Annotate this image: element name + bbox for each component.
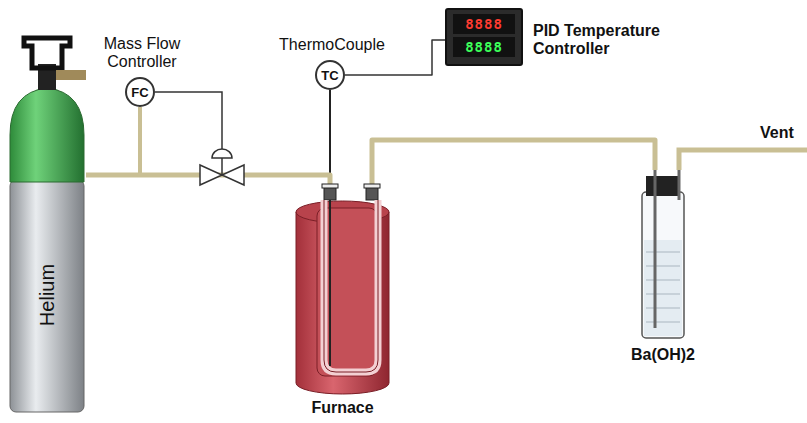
gas-cylinder: Helium [8, 30, 86, 415]
shape-outline [295, 200, 390, 395]
control-valve [200, 149, 244, 185]
outlet-label: Vent [760, 124, 794, 142]
process-value: 8888 [465, 16, 503, 32]
instrument-circle: Mass Flow ControllerFC [125, 77, 155, 107]
furnace: Furnace [295, 200, 390, 395]
control-signal-line [155, 92, 222, 150]
shape-outline [638, 170, 688, 340]
set-value: 8888 [465, 39, 503, 55]
flow-sensor-line [138, 107, 142, 175]
connector-line [372, 140, 655, 200]
shape-outline [8, 30, 86, 415]
temperature-controller: 88888888PID Temperature Controller [445, 8, 523, 66]
display-row: 8888 [453, 37, 515, 57]
gas-bubbler: Ba(OH)2 [638, 170, 688, 340]
reagent-label: Ba(OH)2 [603, 346, 723, 364]
gas-name: Helium [36, 264, 59, 326]
fitting-cap [364, 184, 380, 188]
instrument-tag: FC [131, 86, 148, 99]
furnace-label: Furnace [275, 399, 410, 417]
controller-label: PID Temperature Controller [533, 22, 673, 58]
instrument-label: Mass Flow Controller [87, 35, 197, 71]
gas-pipe [372, 140, 655, 200]
instrument-tag: TC [321, 69, 338, 82]
display-row: 8888 [453, 14, 515, 34]
instrument-circle: ThermoCoupleTC [315, 60, 345, 90]
instrument-label: ThermoCouple [267, 36, 397, 54]
vent-pipe [679, 150, 807, 170]
fitting-cap [322, 184, 338, 188]
